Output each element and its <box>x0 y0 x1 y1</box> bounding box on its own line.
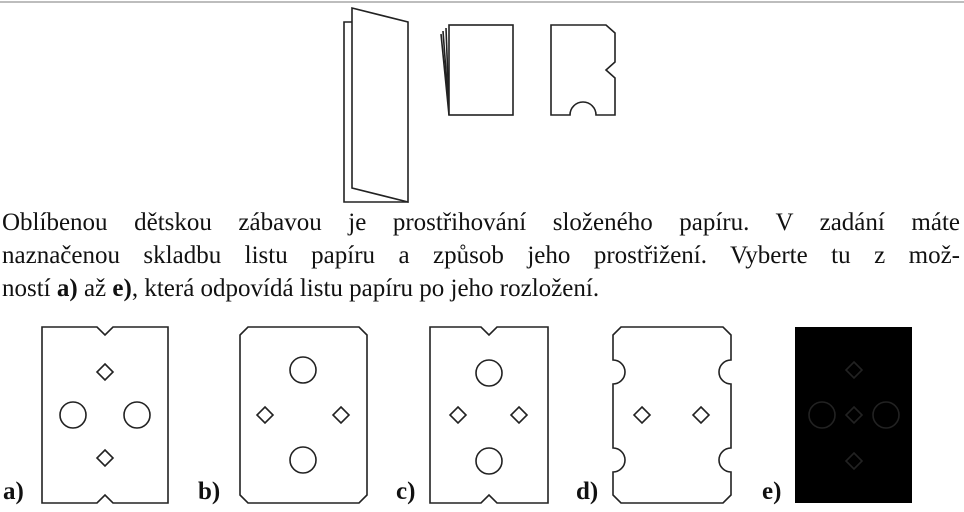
circle-hole <box>123 401 151 429</box>
task-text-line-1: Oblíbenou dětskou zábavou je prostřihová… <box>2 209 960 236</box>
option-b-shape[interactable] <box>239 326 368 504</box>
option-a-shape[interactable] <box>41 326 169 504</box>
text: , která odpovídá listu papíru po jeho ro… <box>131 275 600 302</box>
option-b-label[interactable]: b) <box>198 478 221 505</box>
option-c-shape[interactable] <box>429 326 549 504</box>
option-c-label[interactable]: c) <box>396 478 416 505</box>
option-ref-e: e) <box>112 275 132 302</box>
circle-hole <box>289 446 317 474</box>
circle-hole <box>475 447 503 475</box>
option-d-shape[interactable] <box>612 326 732 504</box>
diamond-hole <box>95 362 115 382</box>
task-text-line-2: naznačenou skladbu listu papíru a způsob… <box>2 242 960 269</box>
text: až <box>77 275 113 302</box>
diamond-hole <box>331 405 351 425</box>
circle-hole <box>59 401 87 429</box>
diamond-hole <box>691 405 711 425</box>
diamond-hole <box>632 405 652 425</box>
diamond-hole <box>448 405 468 425</box>
circle-hole <box>808 401 836 429</box>
option-e-label[interactable]: e) <box>762 478 782 505</box>
circle-hole <box>872 401 900 429</box>
option-a-label[interactable]: a) <box>3 478 24 505</box>
fold-step-2 <box>440 24 514 116</box>
option-d-label[interactable]: d) <box>576 478 599 505</box>
diamond-hole <box>844 451 864 471</box>
diamond-hole <box>95 448 115 468</box>
circle-hole <box>475 359 503 387</box>
fold-step-3-cut <box>550 24 616 116</box>
top-divider <box>0 1 964 3</box>
text: ností <box>2 275 57 302</box>
fold-step-1 <box>343 6 409 204</box>
circle-hole <box>289 356 317 384</box>
option-e-shape[interactable] <box>795 327 912 503</box>
diamond-hole <box>844 360 864 380</box>
task-text-line-3: ností a) až e), která odpovídá listu pap… <box>2 274 960 304</box>
option-ref-a: a) <box>56 275 78 302</box>
diamond-hole <box>255 405 275 425</box>
diamond-hole <box>844 405 864 425</box>
diamond-hole <box>509 405 529 425</box>
